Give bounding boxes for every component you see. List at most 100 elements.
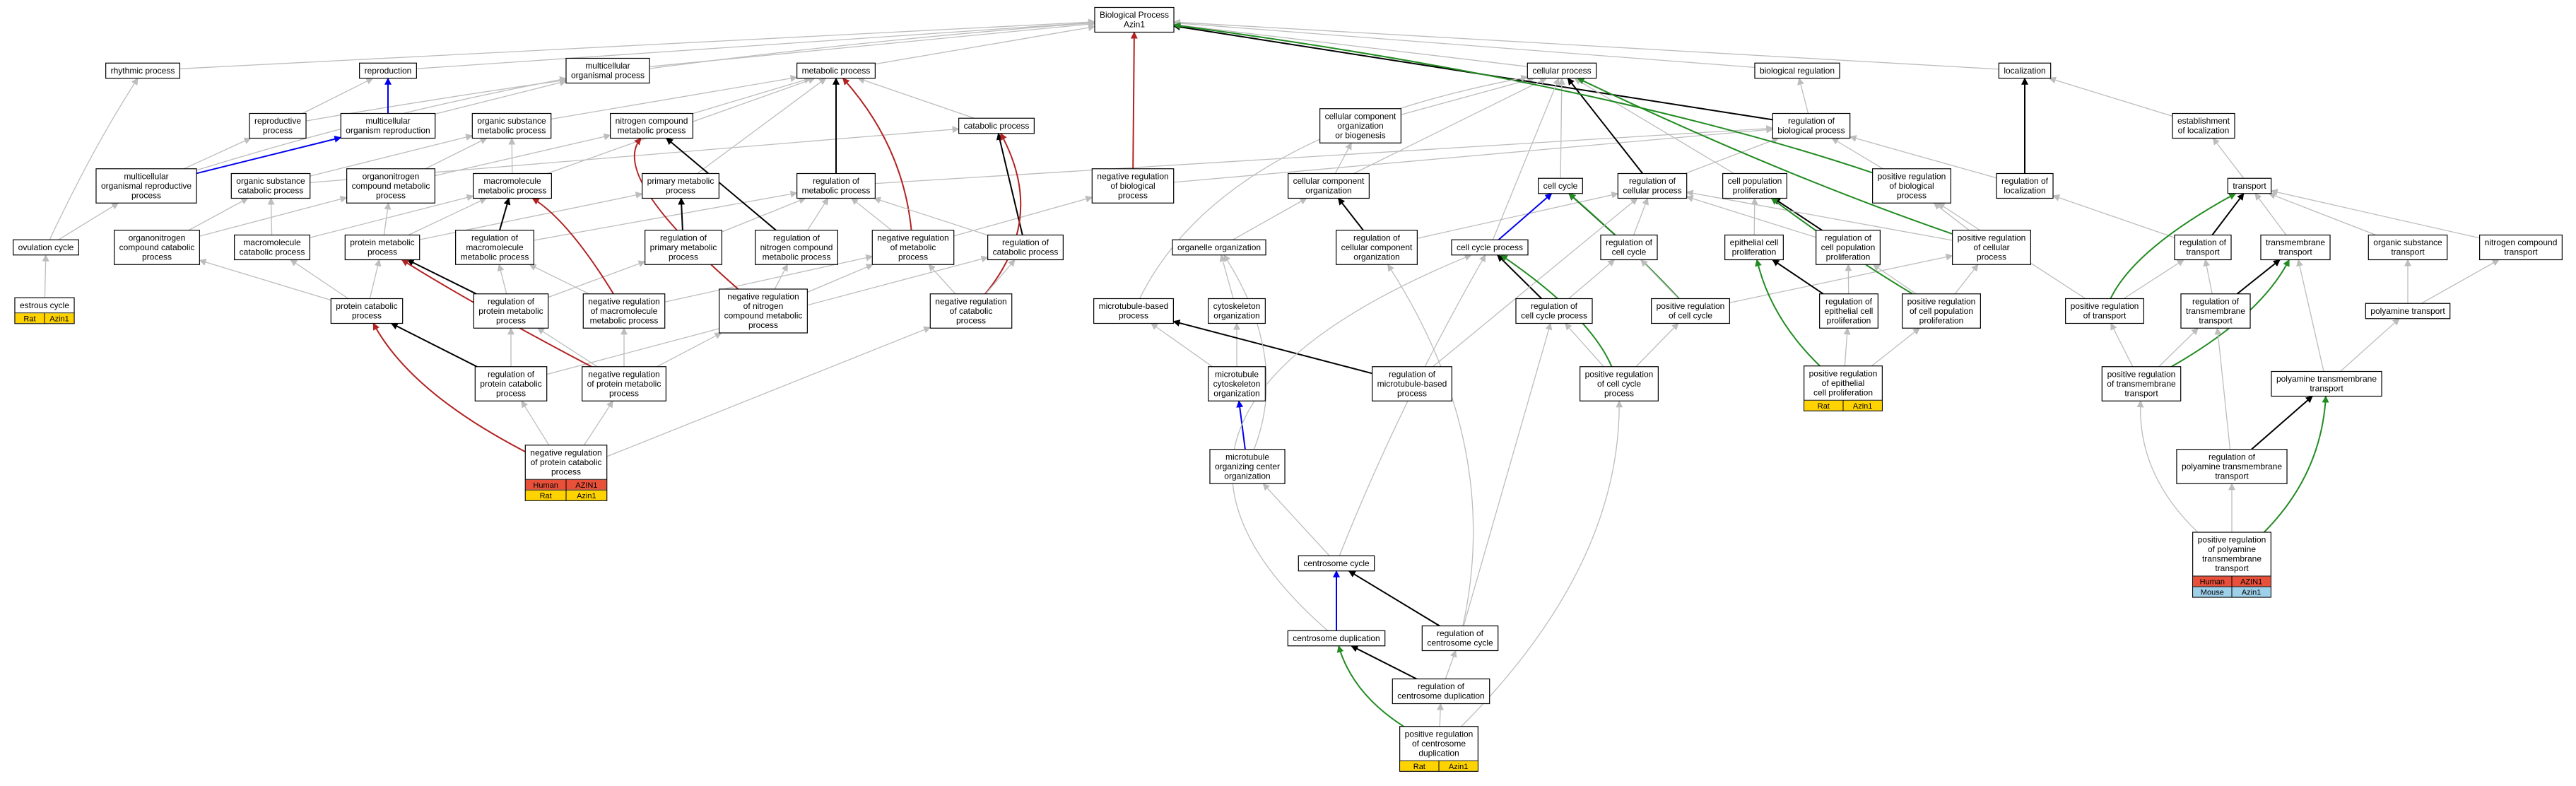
edge-grey — [310, 194, 474, 238]
go-term-centrosome-dup[interactable]: centrosome duplication — [1287, 630, 1386, 647]
go-term-centrosome-cycle[interactable]: centrosome cycle — [1298, 555, 1375, 572]
term-label: process — [1604, 388, 1634, 398]
go-term-transport[interactable]: transport — [2227, 177, 2272, 194]
go-term-rhythmic[interactable]: rhythmic process — [105, 62, 180, 79]
term-label: proliferation — [1919, 315, 1964, 325]
edge-grey — [2136, 400, 2199, 533]
go-term-cell-cycle[interactable]: cell cycle — [1538, 177, 1583, 194]
go-term-cellular[interactable]: cellular process — [1527, 62, 1597, 79]
term-label: regulation of — [1825, 233, 1872, 242]
term-label: regulation of — [1353, 233, 1401, 242]
go-term-metabolic[interactable]: metabolic process — [796, 62, 876, 79]
go-term-localization[interactable]: localization — [1998, 62, 2052, 79]
go-term-bio-reg[interactable]: biological regulation — [1754, 62, 1840, 79]
term-box — [455, 230, 534, 265]
edge-grey — [985, 259, 1016, 295]
go-term-polyamine-transport[interactable]: polyamine transport — [2365, 303, 2451, 319]
edge-grey — [1492, 77, 1560, 240]
go-term-organelle-org[interactable]: organelle organization — [1172, 239, 1266, 256]
term-label: of cell cycle — [1597, 379, 1641, 389]
edge-grey — [435, 79, 567, 115]
term-label: cellular process — [1532, 66, 1591, 76]
term-label: organization — [1213, 388, 1259, 398]
term-label: cell cycle process — [1521, 311, 1587, 321]
term-label: multicellular — [365, 116, 410, 126]
go-term-cell-cycle-process[interactable]: cell cycle process — [1451, 239, 1529, 256]
go-term-catabolic[interactable]: catabolic process — [958, 117, 1035, 134]
go-term-ovulation[interactable]: ovulation cycle — [13, 239, 79, 256]
go-term-reproduction[interactable]: reproduction — [359, 62, 417, 79]
edge-grey — [419, 192, 643, 240]
edge-grey — [1339, 254, 1486, 556]
edge-grey — [2158, 327, 2199, 368]
